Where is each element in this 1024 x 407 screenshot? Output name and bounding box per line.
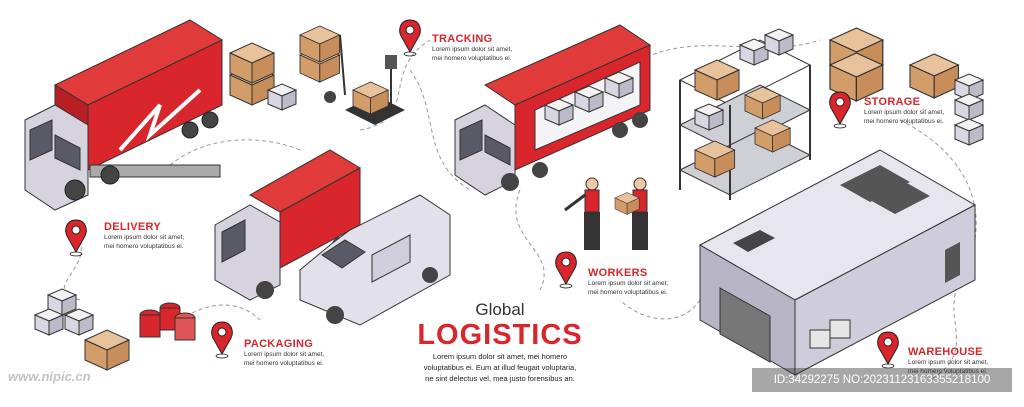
tracking-label: TRACKING Lorem ipsum dolor sit amet, mei… [432, 33, 512, 63]
packaging-text-1: Lorem ipsum dolor sit amet, [244, 351, 325, 358]
tracking-text-2: mei homero voluptatibus ei. [432, 55, 512, 62]
delivery-van [299, 194, 451, 326]
workers-title: WORKERS [588, 267, 648, 279]
warehouse-label: WAREHOUSE Lorem ipsum dolor sit amet, me… [908, 346, 988, 376]
storage-label: STORAGE Lorem ipsum dolor sit amet, mei … [864, 96, 944, 126]
warehouse-building [698, 149, 977, 376]
warehouse-text-1: Lorem ipsum dolor sit amet, [908, 359, 989, 366]
hand-truck [299, 25, 346, 103]
storage-text-1: Lorem ipsum dolor sit amet, [864, 109, 945, 116]
center-title-block: Global LOGISTICS Lorem ipsum dolor sit a… [395, 300, 605, 383]
delivery-truck-illustration [24, 19, 224, 211]
barrels [139, 302, 196, 341]
packaging-label: PACKAGING Lorem ipsum dolor sit amet, me… [244, 338, 324, 368]
workers-pin-icon [555, 251, 577, 289]
storage-pin-icon [829, 91, 851, 129]
packaging-text-2: mei homero voluptatibus ei. [244, 360, 324, 367]
packaging-items [34, 288, 196, 371]
tracking-pin-icon [399, 19, 421, 57]
watermark-left-text: www.nipic.cn [8, 369, 91, 384]
center-text-3: ne sint delectus vel, mea justo forensib… [425, 374, 575, 383]
workers-text-1: Lorem ipsum dolor sit amet, [588, 280, 669, 287]
delivery-text-1: Lorem ipsum dolor sit amet, [104, 234, 185, 241]
center-text-1: Lorem ipsum dolor sit amet, mei homero [432, 352, 568, 361]
tracking-text-1: Lorem ipsum dolor sit amet, [432, 46, 513, 53]
workers-illustration [564, 177, 648, 250]
watermark-id: ID:34292275 NO:20231123163355218100 [752, 368, 1012, 392]
warehouse-pin-icon [877, 331, 899, 369]
title-logistics: LOGISTICS [417, 319, 583, 351]
storage-title: STORAGE [864, 96, 921, 108]
center-text-2: voluptatibus ei. Eum at illud feugait vo… [423, 363, 577, 372]
watermark-left: www.nipic.cn [8, 368, 91, 386]
warehouse-text-2: mei homero voluptatibus ei. [908, 368, 988, 375]
small-red-truck [214, 149, 362, 301]
storage-boxes-stack [829, 27, 984, 146]
workers-label: WORKERS Lorem ipsum dolor sit amet, mei … [588, 267, 668, 297]
tracking-title: TRACKING [432, 33, 493, 45]
workers-text-2: mei homero voluptatibus ei. [588, 289, 668, 296]
packaging-pin-icon [211, 321, 233, 359]
scale-with-box [345, 55, 405, 125]
delivery-title: DELIVERY [104, 221, 162, 233]
storage-shelving [678, 28, 812, 200]
storage-text-2: mei homero voluptatibus ei. [864, 118, 944, 125]
packaging-boxes-top [229, 42, 297, 111]
packaging-title: PACKAGING [244, 338, 314, 350]
delivery-text-2: mei homero voluptatibus ei. [104, 243, 184, 250]
warehouse-title: WAREHOUSE [908, 346, 983, 358]
tracking-truck-illustration [454, 24, 652, 196]
title-global: Global [475, 300, 525, 319]
delivery-label: DELIVERY Lorem ipsum dolor sit amet, mei… [104, 221, 184, 251]
delivery-pin-icon [65, 219, 87, 257]
